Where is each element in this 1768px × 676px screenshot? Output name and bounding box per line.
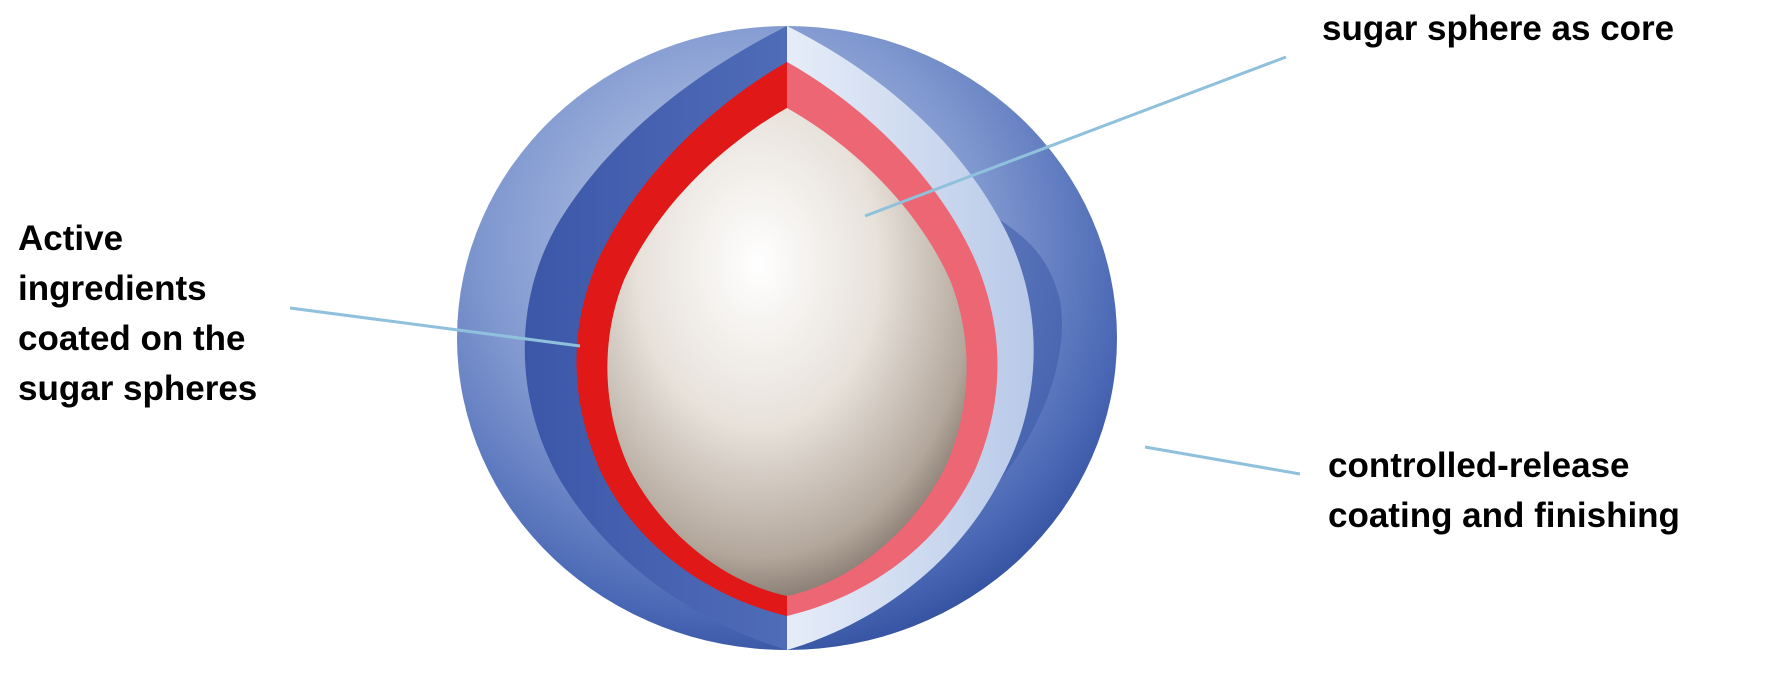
label-line: coated on the: [18, 319, 246, 358]
label-line: ingredients: [18, 269, 207, 308]
label-controlled-release-coating: controlled-release coating and finishing: [1328, 441, 1680, 541]
label-line: coating and finishing: [1328, 496, 1680, 535]
label-active-ingredients: Active ingredients coated on the sugar s…: [18, 214, 257, 414]
leader-line-active: [289, 306, 581, 348]
label-line: controlled-release: [1328, 446, 1630, 485]
sugar-core: [607, 108, 967, 596]
label-line: Active: [18, 219, 124, 258]
leader-line-core: [864, 55, 1287, 218]
label-line: sugar sphere as core: [1322, 9, 1675, 48]
label-line: sugar spheres: [18, 369, 258, 408]
leader-line-release: [1144, 445, 1301, 476]
label-sugar-core: sugar sphere as core: [1322, 4, 1674, 54]
